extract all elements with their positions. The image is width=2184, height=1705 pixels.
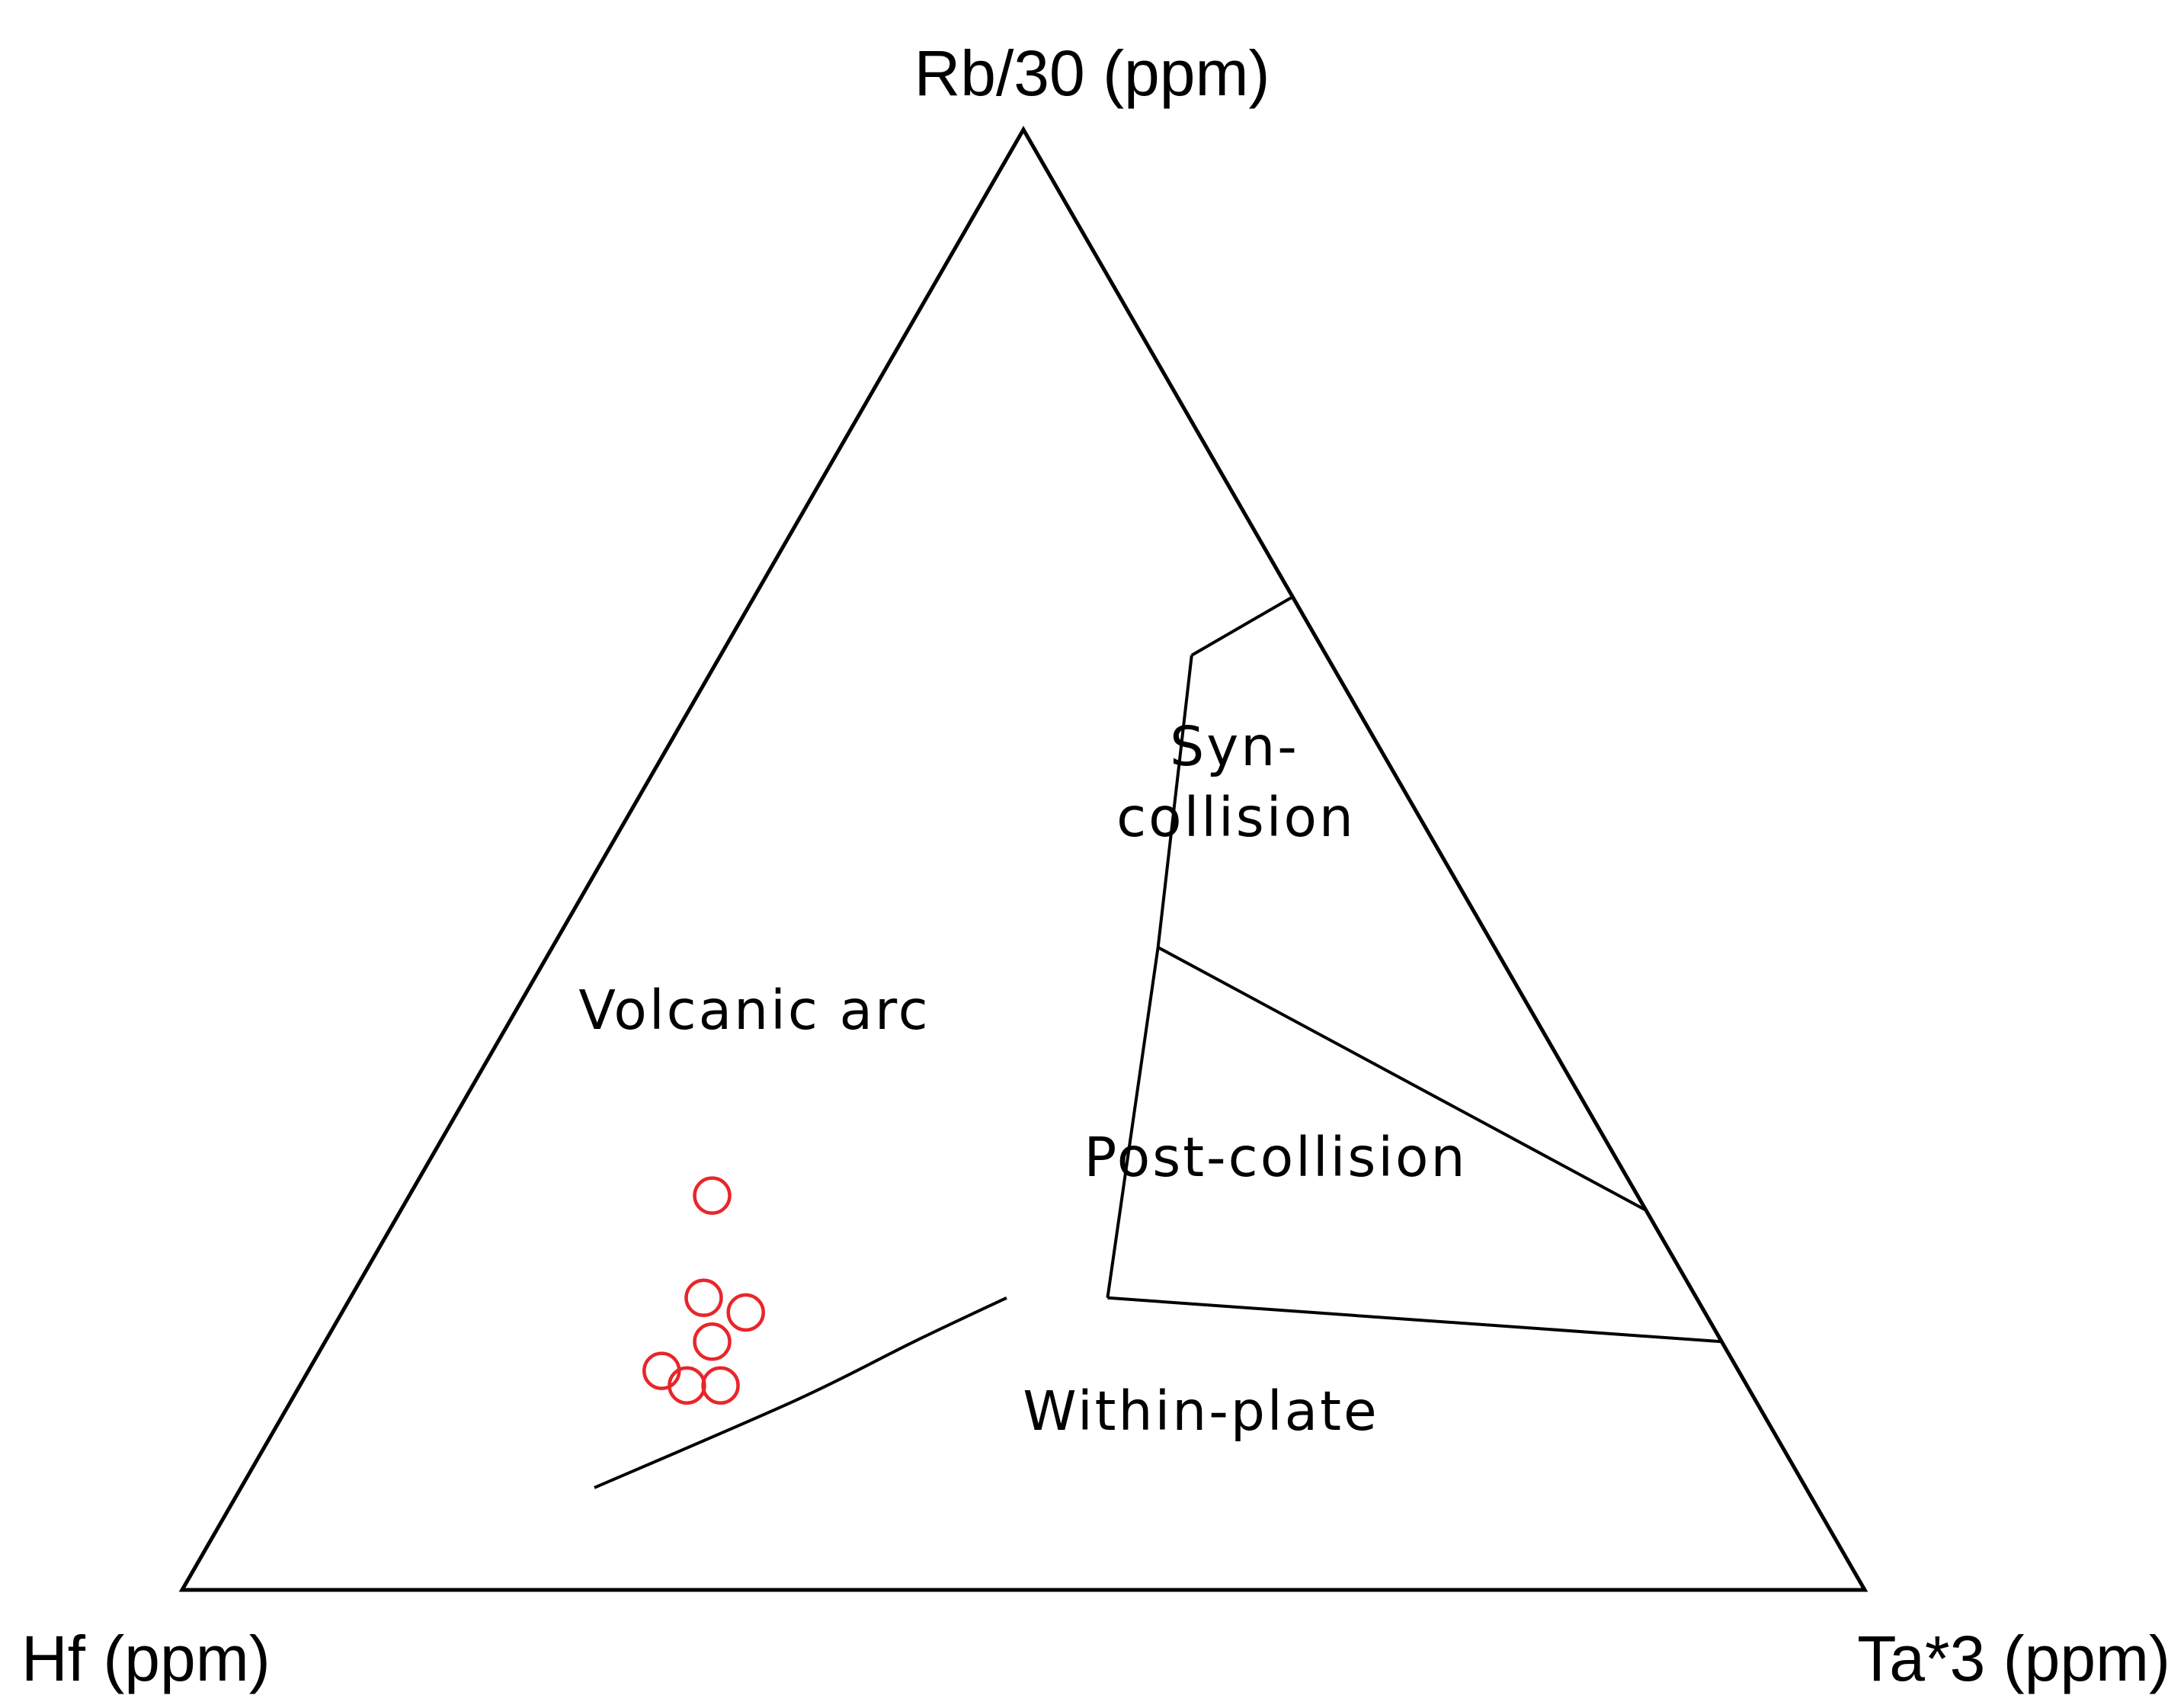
vertex-label-right: Ta*3 (ppm) (1857, 1623, 2170, 1694)
boundary-arc-within-plate-curve (594, 1296, 1007, 1489)
data-point (701, 1366, 740, 1405)
field-label-syn-collision-line-1: Syn- (1170, 715, 1299, 778)
data-point (693, 1176, 732, 1215)
vertex-label-top: Rb/30 (ppm) (914, 37, 1270, 109)
boundary-syn-post-divide (1157, 946, 1647, 1212)
field-label-syn-collision-line-2: collision (1116, 786, 1356, 849)
data-point (684, 1278, 723, 1318)
ternary-triangle-outline (178, 125, 1869, 1592)
sample-points (642, 1176, 765, 1405)
field-label-within-plate: Within-plate (1023, 1380, 1379, 1443)
field-boundaries (594, 595, 1722, 1489)
data-point (642, 1351, 681, 1390)
field-label-volcanic-arc: Volcanic arc (578, 979, 930, 1042)
data-point (726, 1293, 765, 1332)
boundary-syn-collision-upper (1190, 595, 1294, 657)
field-label-post-collision: Post-collision (1084, 1126, 1468, 1189)
vertex-label-left: Hf (ppm) (21, 1623, 271, 1694)
data-point (668, 1366, 706, 1405)
boundary-within-plate-upper (1107, 1296, 1722, 1344)
data-point (693, 1322, 732, 1361)
